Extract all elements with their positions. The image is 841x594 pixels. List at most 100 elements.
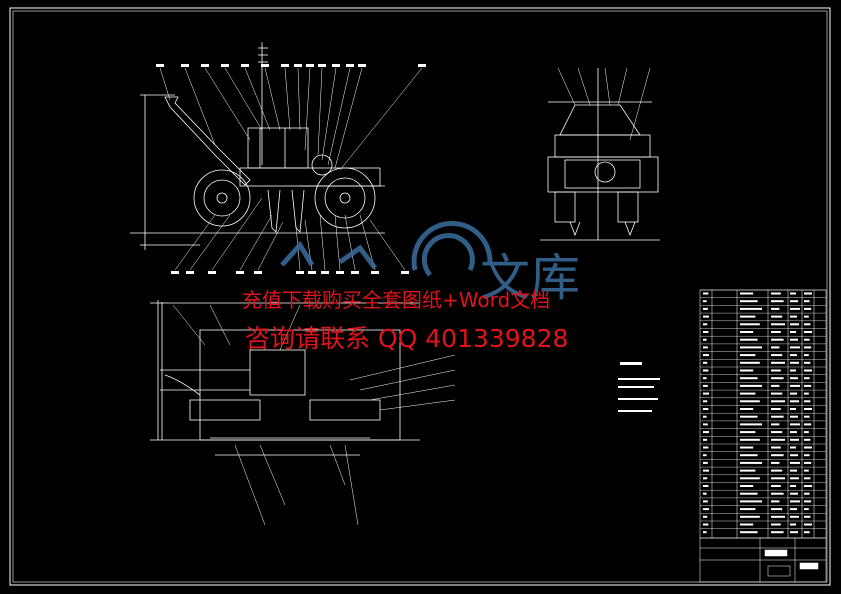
parts-row-text bbox=[790, 523, 796, 526]
parts-row-text bbox=[740, 384, 762, 387]
parts-row-text bbox=[804, 508, 809, 511]
parts-row-text bbox=[790, 492, 798, 495]
parts-row-text bbox=[703, 323, 708, 326]
parts-row-text bbox=[804, 523, 812, 526]
parts-row-text bbox=[703, 392, 709, 395]
parts-row-text bbox=[703, 315, 709, 318]
parts-row-text bbox=[804, 500, 812, 503]
parts-row-text bbox=[740, 477, 760, 480]
parts-row-text bbox=[703, 446, 709, 449]
parts-row-text bbox=[804, 369, 812, 372]
parts-row-text bbox=[740, 323, 760, 326]
parts-row-text bbox=[790, 361, 799, 364]
parts-row-text bbox=[771, 454, 784, 457]
parts-row-text bbox=[790, 338, 798, 341]
parts-row-text bbox=[790, 331, 796, 333]
parts-row-text bbox=[790, 461, 800, 464]
parts-row-text bbox=[790, 354, 797, 357]
parts-row-text bbox=[740, 469, 756, 472]
parts-row-text bbox=[804, 361, 811, 364]
parts-row-text bbox=[804, 477, 811, 480]
parts-row-text bbox=[703, 300, 707, 303]
parts-row-text bbox=[790, 515, 799, 518]
parts-row-text bbox=[703, 307, 708, 310]
inner-border bbox=[12, 10, 828, 583]
parts-row-text bbox=[771, 485, 781, 487]
parts-row-text bbox=[740, 461, 762, 464]
parts-row-text bbox=[771, 515, 785, 518]
parts-row-text bbox=[703, 515, 708, 518]
parts-row-text bbox=[804, 323, 811, 326]
parts-list-rows bbox=[700, 289, 826, 534]
parts-row-text bbox=[740, 500, 762, 503]
front-view-leaders bbox=[159, 67, 423, 271]
parts-row-text bbox=[703, 384, 708, 387]
parts-row-text bbox=[804, 531, 810, 534]
parts-row-text bbox=[804, 515, 811, 518]
parts-row-text bbox=[790, 346, 800, 349]
parts-row-text bbox=[790, 500, 800, 503]
plan-view bbox=[150, 300, 420, 456]
parts-row-text bbox=[740, 438, 760, 441]
parts-row-text bbox=[771, 300, 784, 303]
parts-row-text bbox=[771, 384, 780, 387]
parts-row-text bbox=[790, 400, 799, 403]
parts-row-text bbox=[804, 423, 812, 426]
parts-row-text bbox=[740, 377, 758, 380]
parts-row-text bbox=[740, 338, 758, 341]
parts-row-text bbox=[771, 338, 784, 341]
parts-row-text bbox=[790, 323, 799, 326]
parts-row-text bbox=[703, 477, 708, 480]
parts-row-text bbox=[740, 346, 762, 349]
parts-row-text bbox=[771, 354, 783, 357]
parts-row-text bbox=[790, 531, 798, 534]
parts-row-text bbox=[804, 485, 812, 487]
watermark-logo bbox=[280, 220, 493, 277]
parts-row-text bbox=[703, 454, 707, 457]
parts-row-text bbox=[740, 415, 758, 418]
parts-row-text bbox=[804, 292, 812, 295]
parts-row-text bbox=[771, 361, 785, 364]
technical-notes bbox=[618, 362, 660, 412]
parts-row-text bbox=[804, 400, 811, 403]
parts-row-text bbox=[790, 408, 796, 410]
parts-row-text bbox=[790, 384, 800, 387]
parts-row-text bbox=[771, 415, 784, 418]
parts-row-text bbox=[740, 315, 756, 318]
parts-row-text bbox=[771, 292, 781, 295]
parts-row-text bbox=[790, 300, 798, 303]
parts-row-text bbox=[771, 307, 780, 310]
parts-row-text bbox=[740, 400, 760, 403]
parts-row-text bbox=[804, 377, 810, 380]
outer-border bbox=[9, 7, 831, 586]
parts-row-text bbox=[790, 423, 800, 426]
parts-row-text bbox=[703, 331, 709, 333]
side-view bbox=[540, 68, 660, 241]
parts-row-text bbox=[790, 315, 797, 318]
parts-row-text bbox=[740, 523, 754, 526]
parts-row-text bbox=[771, 423, 780, 426]
parts-row-text bbox=[790, 377, 798, 380]
parts-row-text bbox=[740, 492, 758, 495]
parts-row-text bbox=[740, 300, 758, 303]
parts-row-text bbox=[771, 408, 781, 410]
parts-row-text bbox=[740, 454, 758, 457]
watermark-line-2: 咨询请联系 QQ 401339828 bbox=[245, 324, 569, 353]
parts-row-text bbox=[804, 438, 811, 441]
parts-row-text bbox=[771, 369, 781, 372]
parts-row-text bbox=[790, 446, 796, 449]
parts-row-text bbox=[703, 377, 707, 380]
parts-row-text bbox=[771, 377, 784, 380]
watermark-logo-text: 文库 bbox=[480, 249, 580, 307]
parts-row-text bbox=[804, 384, 812, 387]
parts-row-text bbox=[804, 431, 809, 434]
parts-row-text bbox=[804, 469, 809, 472]
parts-row-text bbox=[790, 508, 797, 511]
parts-row-text bbox=[790, 438, 799, 441]
parts-row-text bbox=[703, 485, 709, 487]
parts-row-text bbox=[790, 392, 797, 395]
watermark-line-1: 充值下载购买全套图纸+Word文档 bbox=[242, 288, 551, 312]
side-view-leaders bbox=[557, 67, 651, 141]
parts-row-text bbox=[703, 438, 708, 441]
parts-row-text bbox=[790, 369, 796, 372]
